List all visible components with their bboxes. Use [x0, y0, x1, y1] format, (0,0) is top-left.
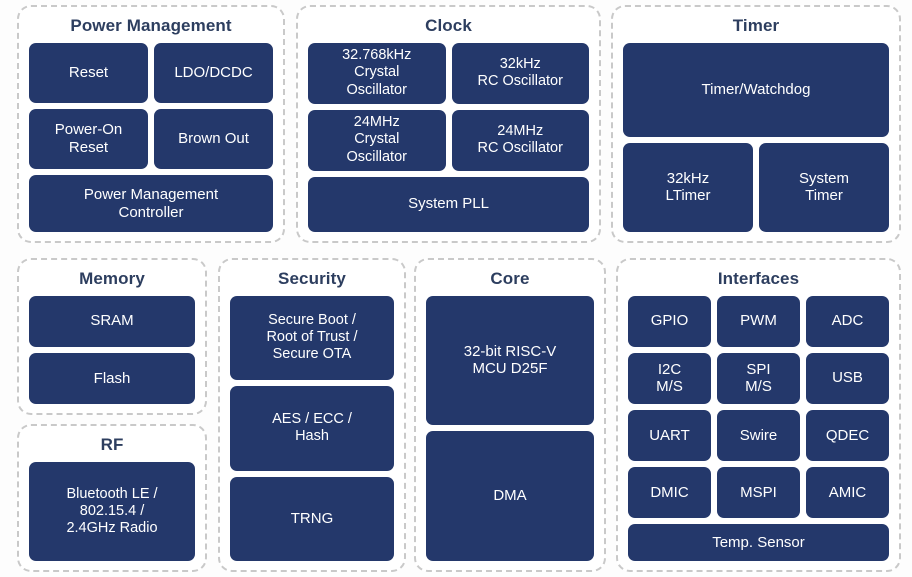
block-32768khz-crystal-oscillator[interactable]: 32.768kHz Crystal Oscillator	[308, 42, 446, 104]
group-title-interfaces: Interfaces	[717, 269, 800, 288]
group-body-rf: Bluetooth LE / 802.15.4 / 2.4GHz Radio	[29, 461, 195, 561]
block-row: DMIC MSPI AMIC	[628, 467, 889, 519]
block-flash[interactable]: Flash	[29, 352, 195, 405]
block-row: SRAM	[29, 295, 195, 347]
block-i2c-master-slave[interactable]: I2C M/S	[628, 352, 711, 404]
group-body-clock: 32.768kHz Crystal Oscillator 32kHz RC Os…	[308, 42, 589, 232]
group-security: Security Secure Boot / Root of Trust / S…	[218, 258, 406, 572]
block-row: DMA	[426, 431, 594, 562]
block-row: Power Management Controller	[29, 175, 273, 232]
block-spi-master-slave[interactable]: SPI M/S	[717, 352, 800, 404]
block-row: Timer/Watchdog	[623, 42, 889, 137]
group-title-security: Security	[278, 269, 346, 288]
group-body-core: 32-bit RISC-V MCU D25F DMA	[426, 295, 594, 562]
block-row: 24MHz Crystal Oscillator 24MHz RC Oscill…	[308, 109, 589, 171]
block-gpio[interactable]: GPIO	[628, 295, 711, 347]
group-body-security: Secure Boot / Root of Trust / Secure OTA…	[230, 295, 394, 561]
block-power-management-controller[interactable]: Power Management Controller	[29, 175, 273, 232]
block-swire[interactable]: Swire	[717, 409, 800, 462]
block-reset[interactable]: Reset	[29, 42, 148, 103]
block-bluetooth-le-radio[interactable]: Bluetooth LE / 802.15.4 / 2.4GHz Radio	[29, 461, 195, 561]
block-sram[interactable]: SRAM	[29, 295, 195, 347]
block-row: GPIO PWM ADC	[628, 295, 889, 347]
group-memory: Memory SRAM Flash	[17, 258, 207, 415]
group-body-interfaces: GPIO PWM ADC I2C M/S SPI M/S USB UART Sw…	[628, 295, 889, 561]
group-title-power-management: Power Management	[70, 16, 232, 35]
group-title-timer: Timer	[732, 16, 780, 35]
block-row: UART Swire QDEC	[628, 409, 889, 462]
block-usb[interactable]: USB	[806, 352, 889, 404]
block-dmic[interactable]: DMIC	[628, 467, 711, 519]
group-body-timer: Timer/Watchdog 32kHz LTimer System Timer	[623, 42, 889, 232]
block-24mhz-rc-oscillator[interactable]: 24MHz RC Oscillator	[451, 109, 589, 171]
block-row: Temp. Sensor	[628, 524, 889, 561]
block-row: 32-bit RISC-V MCU D25F	[426, 295, 594, 426]
block-row: AES / ECC / Hash	[230, 386, 394, 471]
group-power-management: Power Management Reset LDO/DCDC Power-On…	[17, 5, 285, 243]
group-title-rf: RF	[100, 435, 124, 454]
block-row: Flash	[29, 352, 195, 405]
block-row: Bluetooth LE / 802.15.4 / 2.4GHz Radio	[29, 461, 195, 561]
group-title-memory: Memory	[79, 269, 145, 288]
group-title-clock: Clock	[425, 16, 472, 35]
block-trng[interactable]: TRNG	[230, 476, 394, 561]
group-body-power-management: Reset LDO/DCDC Power-On Reset Brown Out …	[29, 42, 273, 232]
block-mspi[interactable]: MSPI	[717, 467, 800, 519]
block-pwm[interactable]: PWM	[717, 295, 800, 347]
block-row: Power-On Reset Brown Out	[29, 108, 273, 170]
group-rf: RF Bluetooth LE / 802.15.4 / 2.4GHz Radi…	[17, 424, 207, 572]
group-interfaces: Interfaces GPIO PWM ADC I2C M/S SPI M/S …	[616, 258, 901, 572]
block-32khz-rc-oscillator[interactable]: 32kHz RC Oscillator	[451, 42, 589, 104]
block-temp-sensor[interactable]: Temp. Sensor	[628, 524, 889, 561]
block-qdec[interactable]: QDEC	[806, 409, 889, 462]
block-row: System PLL	[308, 176, 589, 232]
block-uart[interactable]: UART	[628, 409, 711, 462]
group-title-core: Core	[490, 269, 530, 288]
block-dma[interactable]: DMA	[426, 431, 594, 562]
block-24mhz-crystal-oscillator[interactable]: 24MHz Crystal Oscillator	[308, 109, 446, 171]
block-amic[interactable]: AMIC	[806, 467, 889, 519]
group-clock: Clock 32.768kHz Crystal Oscillator 32kHz…	[296, 5, 601, 243]
block-row: 32kHz LTimer System Timer	[623, 142, 889, 232]
block-row: TRNG	[230, 476, 394, 561]
block-row: I2C M/S SPI M/S USB	[628, 352, 889, 404]
block-system-timer[interactable]: System Timer	[759, 142, 889, 232]
block-row: Reset LDO/DCDC	[29, 42, 273, 103]
block-32khz-ltimer[interactable]: 32kHz LTimer	[623, 142, 753, 232]
block-timer-watchdog[interactable]: Timer/Watchdog	[623, 42, 889, 137]
block-brown-out[interactable]: Brown Out	[154, 108, 273, 170]
group-timer: Timer Timer/Watchdog 32kHz LTimer System…	[611, 5, 901, 243]
block-aes-ecc-hash[interactable]: AES / ECC / Hash	[230, 386, 394, 471]
block-adc[interactable]: ADC	[806, 295, 889, 347]
block-row: 32.768kHz Crystal Oscillator 32kHz RC Os…	[308, 42, 589, 104]
block-system-pll[interactable]: System PLL	[308, 176, 589, 232]
block-row: Secure Boot / Root of Trust / Secure OTA	[230, 295, 394, 381]
block-risc-v-mcu-d25f[interactable]: 32-bit RISC-V MCU D25F	[426, 295, 594, 426]
block-secure-boot-root-of-trust-secure-ota[interactable]: Secure Boot / Root of Trust / Secure OTA	[230, 295, 394, 381]
block-power-on-reset[interactable]: Power-On Reset	[29, 108, 148, 170]
block-ldo-dcdc[interactable]: LDO/DCDC	[154, 42, 273, 103]
group-core: Core 32-bit RISC-V MCU D25F DMA	[414, 258, 606, 572]
group-body-memory: SRAM Flash	[29, 295, 195, 405]
